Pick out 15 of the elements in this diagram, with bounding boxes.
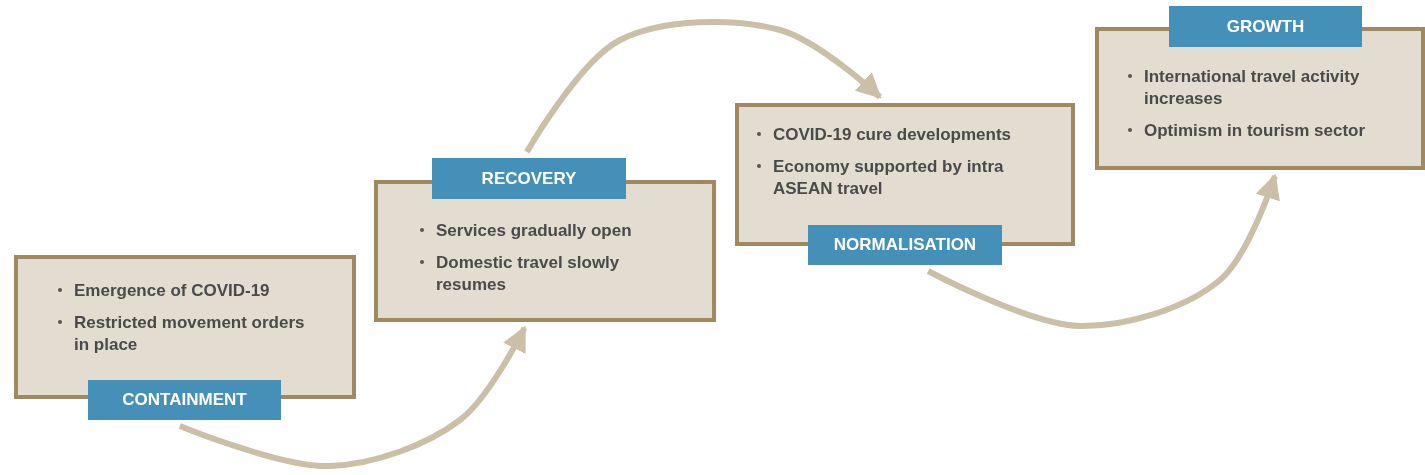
bullet-text: Optimism in tourism sector bbox=[1144, 120, 1367, 142]
curved-arrow bbox=[926, 173, 1280, 329]
curved-arrow bbox=[524, 19, 882, 154]
bullet-text: Emergence of COVID-19 bbox=[74, 280, 271, 302]
bullet-text: International travel activity increases bbox=[1144, 66, 1361, 110]
bullet-text: COVID-19 cure developments bbox=[773, 124, 1013, 146]
stage-heading: RECOVERY bbox=[432, 158, 626, 199]
bullet-text: Services gradually open bbox=[436, 220, 633, 242]
bullet-text: Domestic travel slowly resumes bbox=[436, 252, 621, 296]
stage-heading: NORMALISATION bbox=[808, 225, 1002, 265]
curved-arrow bbox=[178, 325, 528, 469]
stage-heading: GROWTH bbox=[1169, 6, 1362, 47]
bullet-text: Economy supported by intra ASEAN travel bbox=[773, 156, 1005, 200]
stage-heading: CONTAINMENT bbox=[88, 380, 281, 420]
bullet-text: Restricted movement orders in place bbox=[74, 312, 306, 356]
